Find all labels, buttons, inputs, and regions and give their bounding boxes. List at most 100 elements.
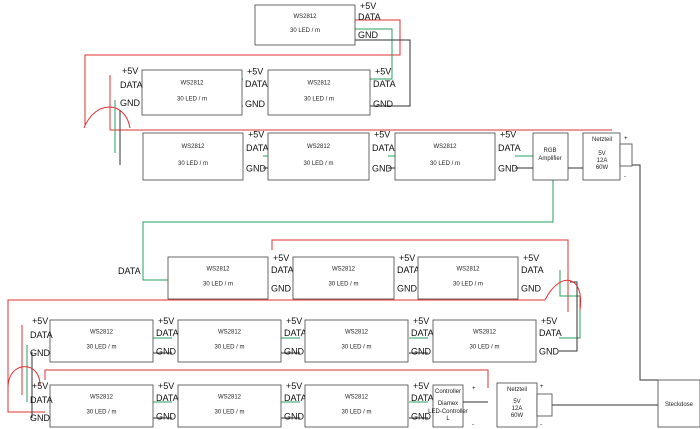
pin-gnd-label: GND [245,99,266,109]
strip-box [177,319,282,363]
strip-box [141,69,243,116]
strip-chip-label: WS2812 [332,266,356,272]
pin-gnd-label: GND [372,164,393,174]
pin-5v-label: +5V [247,67,263,77]
pin-data-label: DATA [372,143,395,153]
strip-chip-label: WS2812 [206,266,230,272]
pin-5v-label: +5V [413,381,429,391]
pin-data-label: DATA [521,265,544,275]
strip-box [254,4,356,46]
strip-box [417,256,519,300]
strip-density-label: 30 LED / m [304,97,334,103]
strip-chip-label: WS2812 [293,14,317,20]
strip-density-label: 30 LED / m [290,28,320,34]
pin-gnd-label: GND [397,283,418,293]
strip-chip-label: WS2812 [218,329,242,335]
pin-gnd-label: GND [498,164,519,174]
strip-density-label: 30 LED / m [178,161,208,167]
psu-bottom-amp: 12A [512,406,523,412]
strip-box [177,384,282,428]
strip-density-label: 30 LED / m [303,161,333,167]
pin-5v-label: +5V [158,316,174,326]
psu-bottom-plus: + [540,384,544,390]
strip-box [167,256,269,300]
pin-data-label: DATA [358,12,381,22]
pin-gnd-label: GND [521,283,542,293]
psu-top-volt: 5V [598,151,605,157]
pin-5v-label: +5V [523,253,539,263]
power-supply-top: Netzteil 5V 12A 60W + - [582,132,633,181]
strip-box [142,132,244,181]
pin-data-label: DATA [245,79,268,89]
strip-density-label: 30 LED / m [341,345,371,351]
strip-density-label: 30 LED / m [214,345,244,351]
pin-gnd-label: GND [284,411,305,421]
data-input-label: DATA [118,266,141,276]
amp-label-1: RGB [543,148,556,154]
pin-gnd-label: GND [284,346,305,356]
pin-data-label: DATA [156,328,179,338]
pin-gnd-label: GND [539,346,560,356]
strip-box [267,132,370,181]
left-pin-data-3: DATA [30,395,53,405]
pin-gnd-label: GND [246,164,267,174]
ctrl-label-1: Controller [435,389,461,395]
psu-top-title: Netzteil [592,137,612,143]
strip-box [304,384,409,428]
power-supply-bottom: Netzteil 5V 12A 60W + - + - [472,382,553,428]
left-pin-5v-1: +5V [122,66,138,76]
strip-box [49,319,154,363]
strip-chip-label: WS2812 [180,80,204,86]
pin-data-label: DATA [284,393,307,403]
strip-box [49,384,154,428]
pin-gnd-label: GND [271,283,292,293]
strip-box [292,256,395,300]
psu-top-amp: 12A [597,158,608,164]
pin-5v-label: +5V [541,316,557,326]
pin-gnd-label: GND [156,411,177,421]
strip-density-label: 30 LED / m [469,345,499,351]
strip-chip-label: WS2812 [433,144,457,150]
pin-gnd-label: GND [411,411,432,421]
strip-chip-label: WS2812 [307,80,331,86]
wall-socket: Steckdose [657,379,700,428]
pin-5v-label: +5V [360,1,376,11]
pin-5v-label: +5V [399,253,415,263]
strip-chip-label: WS2812 [90,394,114,400]
pin-data-label: DATA [539,328,562,338]
strip-chip-label: WS2812 [218,394,242,400]
amp-label-2: Amplifier [538,156,561,162]
psu-bottom-title: Netzteil [507,387,527,393]
led-strip-2: WS2812 30 LED / m +5V DATA GND [141,67,268,116]
psu-top-watt: 60W [596,165,609,171]
left-pin-gnd-1: GND [120,98,141,108]
pin-5v-label: +5V [273,253,289,263]
psu-bottom-volt: 5V [513,399,520,405]
pin-5v-label: +5V [286,381,302,391]
strip-density-label: 30 LED / m [177,97,207,103]
strip-box [432,319,537,363]
strip-density-label: 30 LED / m [453,282,483,288]
psu-top-plus: + [624,136,628,142]
pin-5v-label: +5V [248,130,264,140]
strip-chip-label: WS2812 [90,329,114,335]
left-pin-5v-2: +5V [32,316,48,326]
strip-density-label: 30 LED / m [86,410,116,416]
pin-data-label: DATA [373,79,396,89]
left-pin-gnd-2: GND [30,348,51,358]
psu-bottom-minus: - [540,422,542,428]
strip-density-label: 30 LED / m [86,345,116,351]
strip-box [394,132,496,181]
ctrl-label-4: L [446,416,450,422]
socket-label: Steckdose [665,402,694,408]
strip-box [267,69,371,116]
pin-5v-label: +5V [500,130,516,140]
strip-density-label: 30 LED / m [328,282,358,288]
pin-data-label: DATA [271,265,294,275]
